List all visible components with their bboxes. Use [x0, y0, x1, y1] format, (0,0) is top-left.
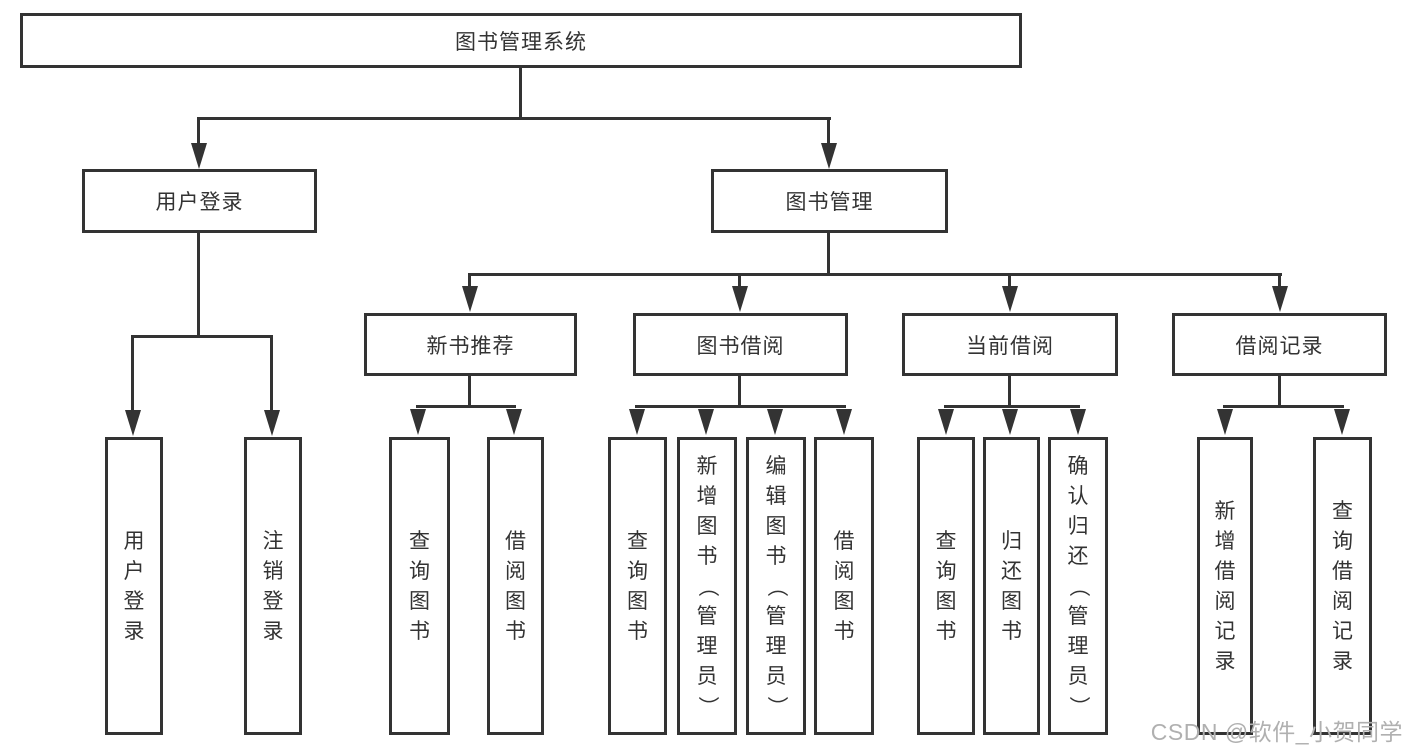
- arrow-down-icon: [1002, 286, 1018, 312]
- leaf-borrowing-query-books: 查询图书: [608, 437, 667, 735]
- edge-level3-bus: [468, 273, 1282, 276]
- leaf-label: 归还图书: [1001, 529, 1022, 643]
- leaf-label: 查询图书: [935, 529, 957, 643]
- node-borrowing-records: 借阅记录: [1172, 313, 1387, 376]
- edge-borrowing-bus: [635, 405, 846, 408]
- node-library-system-label: 图书管理系统: [455, 30, 587, 54]
- node-current-borrowing-label: 当前借阅: [966, 334, 1054, 358]
- arrow-down-icon: [698, 409, 714, 435]
- edge-drop-user-leaf1: [131, 335, 134, 411]
- leaf-logout-label: 注销登录: [262, 529, 284, 643]
- edge-new-books-bus: [416, 405, 516, 408]
- node-new-book-recommend-label: 新书推荐: [426, 334, 515, 358]
- edge-root-stem: [519, 66, 522, 120]
- arrow-down-icon: [629, 409, 645, 435]
- leaf-current-confirm-return-admin: 确认归还（管理员）: [1048, 437, 1108, 735]
- node-book-management: 图书管理: [711, 169, 948, 233]
- arrow-down-icon: [191, 143, 207, 169]
- leaf-user-login-label: 用户登录: [123, 529, 145, 643]
- arrow-down-icon: [767, 409, 783, 435]
- edge-records-stem: [1278, 374, 1281, 407]
- leaf-records-query-borrow-record: 查询借阅记录: [1313, 437, 1372, 735]
- arrow-down-icon: [462, 286, 478, 312]
- edge-new-books-stem: [468, 374, 471, 407]
- arrow-down-icon: [1217, 409, 1233, 435]
- node-book-management-label: 图书管理: [785, 191, 874, 214]
- leaf-label: 借阅图书: [833, 529, 855, 643]
- leaf-logout: 注销登录: [244, 437, 302, 735]
- leaf-user-login: 用户登录: [105, 437, 163, 735]
- edge-book-stem: [827, 232, 830, 276]
- leaf-label: 查询借阅记录: [1332, 499, 1353, 673]
- arrow-down-icon: [938, 409, 954, 435]
- arrow-down-icon: [1070, 409, 1086, 435]
- edge-records-bus: [1223, 405, 1344, 408]
- leaf-label: 借阅图书: [505, 529, 526, 643]
- arrow-down-icon: [410, 409, 426, 435]
- edge-borrowing-stem: [738, 374, 741, 407]
- leaf-borrowing-add-books-admin: 新增图书（管理员）: [677, 437, 737, 735]
- leaf-borrowing-edit-books-admin: 编辑图书（管理员）: [746, 437, 806, 735]
- edge-drop-current: [1008, 273, 1011, 288]
- leaf-borrowing-borrow-books: 借阅图书: [814, 437, 874, 735]
- edge-current-bus: [944, 405, 1080, 408]
- leaf-current-return-books: 归还图书: [983, 437, 1040, 735]
- leaf-label: 确认归还（管理员）: [1066, 454, 1090, 717]
- edge-drop-records: [1278, 273, 1281, 288]
- leaf-records-add-borrow-record: 新增借阅记录: [1197, 437, 1253, 735]
- arrow-down-icon: [264, 410, 280, 436]
- arrow-down-icon: [125, 410, 141, 436]
- node-book-borrowing: 图书借阅: [633, 313, 848, 376]
- edge-drop-new-books: [468, 273, 471, 288]
- node-borrowing-records-label: 借阅记录: [1235, 334, 1324, 358]
- arrow-down-icon: [836, 409, 852, 435]
- leaf-label: 查询图书: [627, 529, 648, 643]
- leaf-current-query-books: 查询图书: [917, 437, 975, 735]
- edge-drop-book-management: [827, 117, 830, 145]
- arrow-down-icon: [732, 286, 748, 312]
- leaf-label: 查询图书: [409, 529, 430, 643]
- node-user-login: 用户登录: [82, 169, 317, 233]
- edge-user-bus: [131, 335, 273, 338]
- edge-level1-bus: [197, 117, 831, 120]
- arrow-down-icon: [1002, 409, 1018, 435]
- node-current-borrowing: 当前借阅: [902, 313, 1118, 376]
- csdn-watermark: CSDN @软件_小贺同学: [1150, 719, 1403, 745]
- edge-drop-user-login: [197, 117, 200, 145]
- node-library-system: 图书管理系统: [20, 13, 1022, 68]
- arrow-down-icon: [1272, 286, 1288, 312]
- edge-current-stem: [1008, 374, 1011, 407]
- leaf-label: 新增图书（管理员）: [695, 454, 719, 717]
- edge-drop-borrowing: [738, 273, 741, 288]
- node-book-borrowing-label: 图书借阅: [696, 334, 785, 358]
- edge-drop-user-leaf2: [270, 335, 273, 411]
- arrow-down-icon: [821, 143, 837, 169]
- leaf-label: 编辑图书（管理员）: [764, 454, 788, 717]
- arrow-down-icon: [506, 409, 522, 435]
- node-user-login-label: 用户登录: [155, 191, 244, 214]
- leaf-new-books-query-books: 查询图书: [389, 437, 450, 735]
- node-new-book-recommend: 新书推荐: [364, 313, 577, 376]
- edge-user-stem: [197, 232, 200, 338]
- leaf-label: 新增借阅记录: [1214, 499, 1236, 673]
- leaf-new-books-borrow-books: 借阅图书: [487, 437, 544, 735]
- arrow-down-icon: [1334, 409, 1350, 435]
